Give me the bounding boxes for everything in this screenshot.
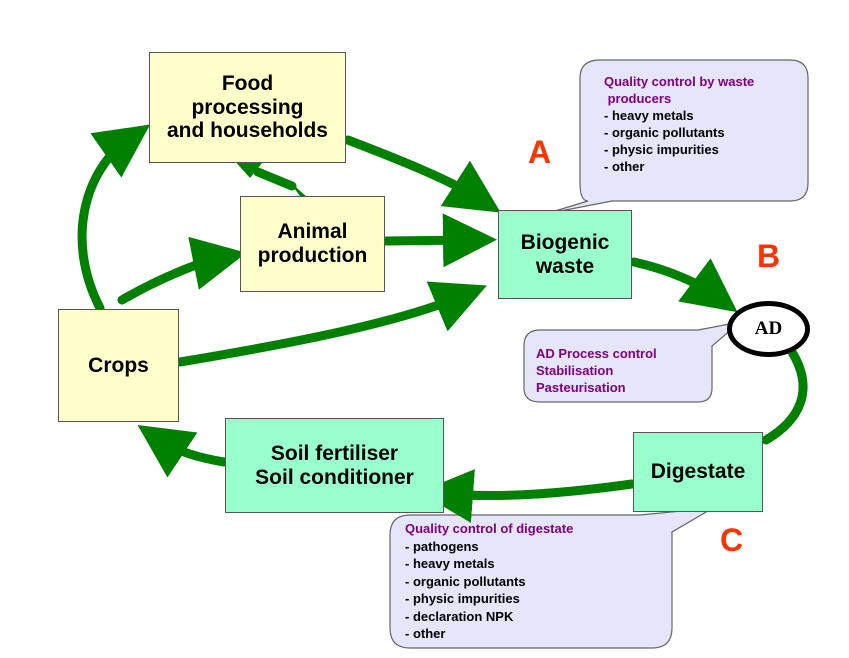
node-ad-label: AD (754, 318, 783, 339)
arrow-food-to-biogenic (343, 135, 501, 213)
arrow-biogenic-to-ad (629, 257, 738, 313)
callout-waste-title-line1: Quality control by waste (604, 74, 755, 89)
callout-digestate-item: - heavy metals (405, 556, 495, 571)
node-food-line2: processing (191, 95, 304, 119)
node-digestate: Digestate (633, 432, 763, 512)
letter-b: B (757, 238, 781, 274)
callout-ad-process-bubble (523, 320, 743, 403)
node-soil-line1: Soil fertiliser (270, 441, 399, 465)
node-ad: AD (727, 301, 810, 357)
callout-digestate-item: - physic impurities (405, 591, 520, 606)
node-biogenic-waste: Biogenic waste (498, 210, 632, 299)
node-food-line1: Food (221, 72, 274, 96)
callout-waste-item: - organic pollutants (604, 125, 725, 140)
callout-digestate-title: Quality control of digestate (405, 521, 574, 536)
callout-waste-producers-bubble (544, 59, 809, 215)
node-digestate-label: Digestate (650, 460, 746, 484)
callout-digestate-list: - pathogens - heavy metals - organic pol… (405, 538, 573, 643)
callout-ad-line: AD Process control (536, 346, 657, 361)
callout-digestate-quality-bubble (389, 507, 714, 649)
callout-digestate-item: - organic pollutants (405, 573, 526, 589)
callout-waste-item: - physic impurities (604, 142, 719, 157)
arrowhead-food-to-animal (282, 180, 308, 198)
arrow-animal-food-link (253, 167, 297, 191)
node-biogenic-line1: Biogenic (520, 230, 610, 254)
letter-c: C (720, 522, 744, 558)
arrow-crops-to-biogenic (175, 281, 487, 367)
callout-digestate-item: - declaration NPK (405, 608, 514, 624)
node-soil: Soil fertiliser Soil conditioner (225, 418, 444, 513)
arrow-digestate-to-soil (419, 469, 637, 523)
arrow-soil-to-crops (137, 425, 229, 478)
callout-ad-line: Stabilisation (536, 363, 614, 378)
callout-ad-process: AD Process control Stabilisation Pasteur… (536, 345, 657, 396)
callout-digestate-quality: Quality control of digestate - pathogens… (405, 520, 573, 643)
node-biogenic-line2: waste (535, 254, 595, 278)
node-crops-label: Crops (88, 353, 149, 377)
node-crops: Crops (58, 309, 179, 422)
arrow-animal-to-biogenic (381, 213, 497, 268)
node-soil-line2: Soil conditioner (255, 465, 414, 489)
node-animal-production: Animal production (240, 196, 385, 292)
callout-digestate-item: - pathogens (405, 538, 479, 554)
node-food-line3: and households (166, 119, 328, 143)
node-food-processing: Food processing and households (149, 52, 346, 163)
callout-waste-producers: Quality control by waste producers - hea… (604, 73, 754, 175)
letter-a: A (528, 134, 552, 170)
callout-ad-line: Pasteurisation (536, 380, 626, 395)
callout-waste-list: - heavy metals - organic pollutants - ph… (604, 107, 754, 175)
node-animal-line1: Animal (277, 220, 348, 244)
callout-waste-title-line2: producers (604, 91, 672, 106)
node-animal-line2: production (257, 244, 368, 267)
callout-waste-item: - other (604, 159, 645, 174)
callout-digestate-item: - other (405, 626, 446, 641)
arrowhead-animal-to-food (233, 159, 262, 178)
arrow-crops-to-food (77, 124, 151, 313)
callout-waste-item: - heavy metals (604, 108, 694, 123)
arrow-crops-to-animal (117, 236, 247, 305)
arrow-ad-to-digestate (761, 347, 808, 445)
